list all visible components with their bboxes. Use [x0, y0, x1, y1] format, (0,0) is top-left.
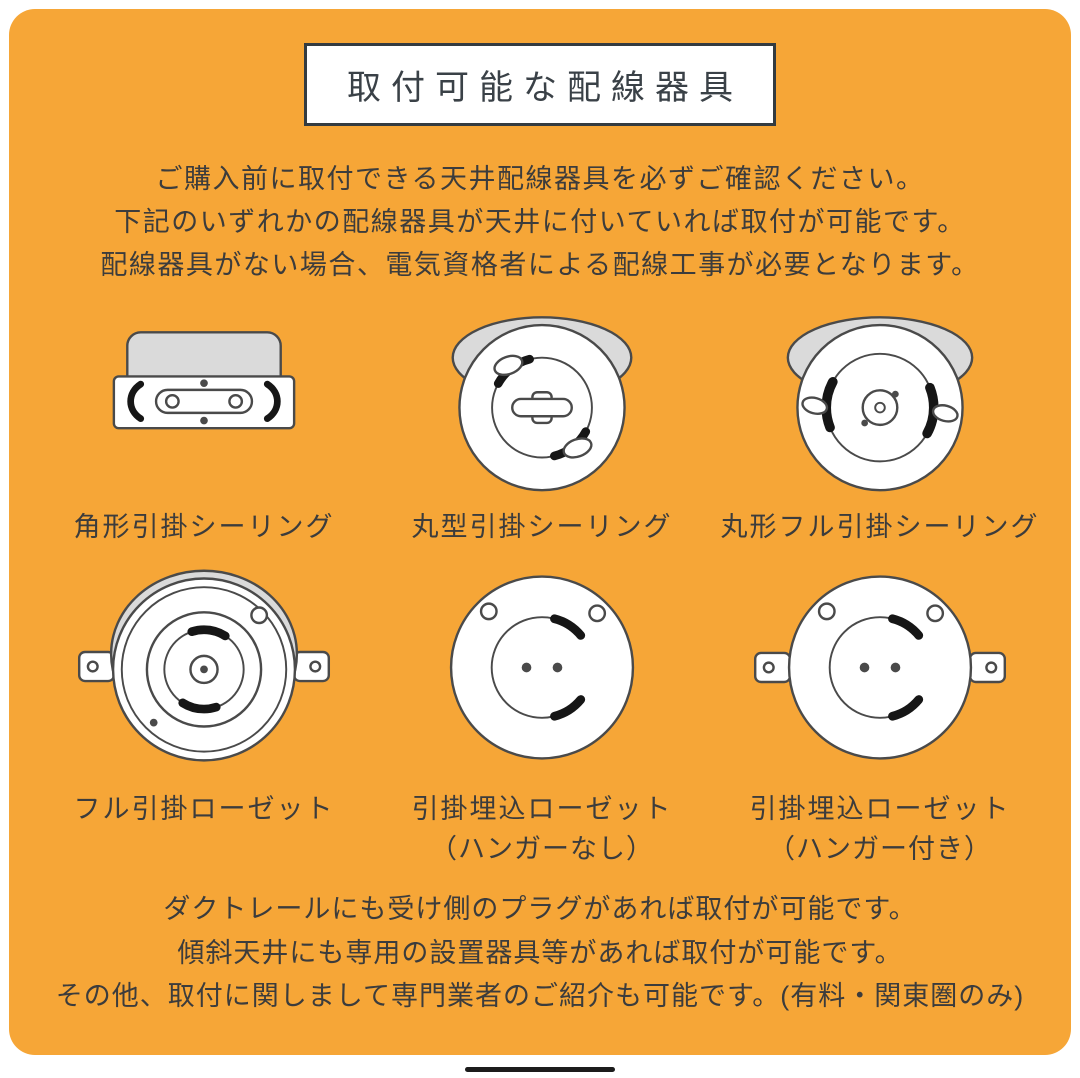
fixture-label: 引掛埋込ローゼット [749, 794, 1011, 824]
figure-box [417, 296, 667, 501]
round-full-hook-ceiling-illustration [786, 316, 974, 492]
footer-line: ダクトレールにも受け側のプラグがあれば取付が可能です。 [163, 894, 917, 925]
embedded-rosette-with-hanger-illustration [753, 575, 1007, 760]
intro-line: 下記のいずれかの配線器具が天井に付いていれば取付が可能です。 [114, 207, 966, 238]
fixture-round-full-ceiling: 丸形フル引掛シーリング [711, 296, 1049, 545]
fixture-square-ceiling: 角形引掛シーリング [35, 296, 373, 545]
figure-box [392, 551, 692, 783]
fixture-label: 角形引掛シーリング [73, 511, 335, 542]
full-hook-rosette-illustration [77, 569, 331, 762]
fixture-label: 丸型引掛シーリング [411, 511, 673, 542]
square-hook-ceiling-illustration [112, 330, 296, 429]
page-title: 取付可能な配線器具 [347, 69, 743, 107]
embedded-rosette-no-hanger-illustration [449, 575, 635, 760]
figure-box [54, 551, 354, 783]
fixture-round-ceiling: 丸型引掛シーリング [373, 296, 711, 545]
footer-line: 傾斜天井にも専用の設置器具等があれば取付が可能です。 [177, 937, 903, 968]
fixture-grid: 角形引掛シーリング 丸型引掛シーリング [35, 296, 1049, 867]
figure-box [755, 296, 1005, 501]
fixture-label: フル引掛ローゼット [73, 794, 335, 824]
figure-box [79, 296, 329, 501]
figure-box [730, 551, 1030, 783]
intro-line: 配線器具がない場合、電気資格者による配線工事が必要となります。 [100, 250, 980, 281]
fixture-sublabel: （ハンガーなし） [430, 834, 654, 865]
fixture-embedded-rosette-with-hanger: 引掛埋込ローゼット （ハンガー付き） [711, 551, 1049, 866]
fixture-sublabel: （ハンガー付き） [768, 834, 992, 865]
title-box: 取付可能な配線器具 [304, 43, 776, 126]
home-indicator-bar [465, 1067, 615, 1072]
fixture-label: 丸形フル引掛シーリング [720, 511, 1040, 542]
footer-notes: ダクトレールにも受け側のプラグがあれば取付が可能です。 傾斜天井にも専用の設置器… [35, 888, 1045, 1018]
fixture-full-rosette: フル引掛ローゼット [35, 551, 373, 866]
intro-text: ご購入前に取付できる天井配線器具を必ずご確認ください。 下記のいずれかの配線器具… [35, 158, 1045, 288]
round-hook-ceiling-illustration [451, 316, 633, 492]
fixture-label: 引掛埋込ローゼット [411, 794, 673, 824]
fixture-embedded-rosette-no-hanger: 引掛埋込ローゼット （ハンガーなし） [373, 551, 711, 866]
info-panel: 取付可能な配線器具 ご購入前に取付できる天井配線器具を必ずご確認ください。 下記… [9, 9, 1071, 1055]
footer-line: その他、取付に関しまして専門業者のご紹介も可能です。(有料・関東圏のみ) [55, 980, 1025, 1011]
intro-line: ご購入前に取付できる天井配線器具を必ずご確認ください。 [155, 164, 925, 194]
